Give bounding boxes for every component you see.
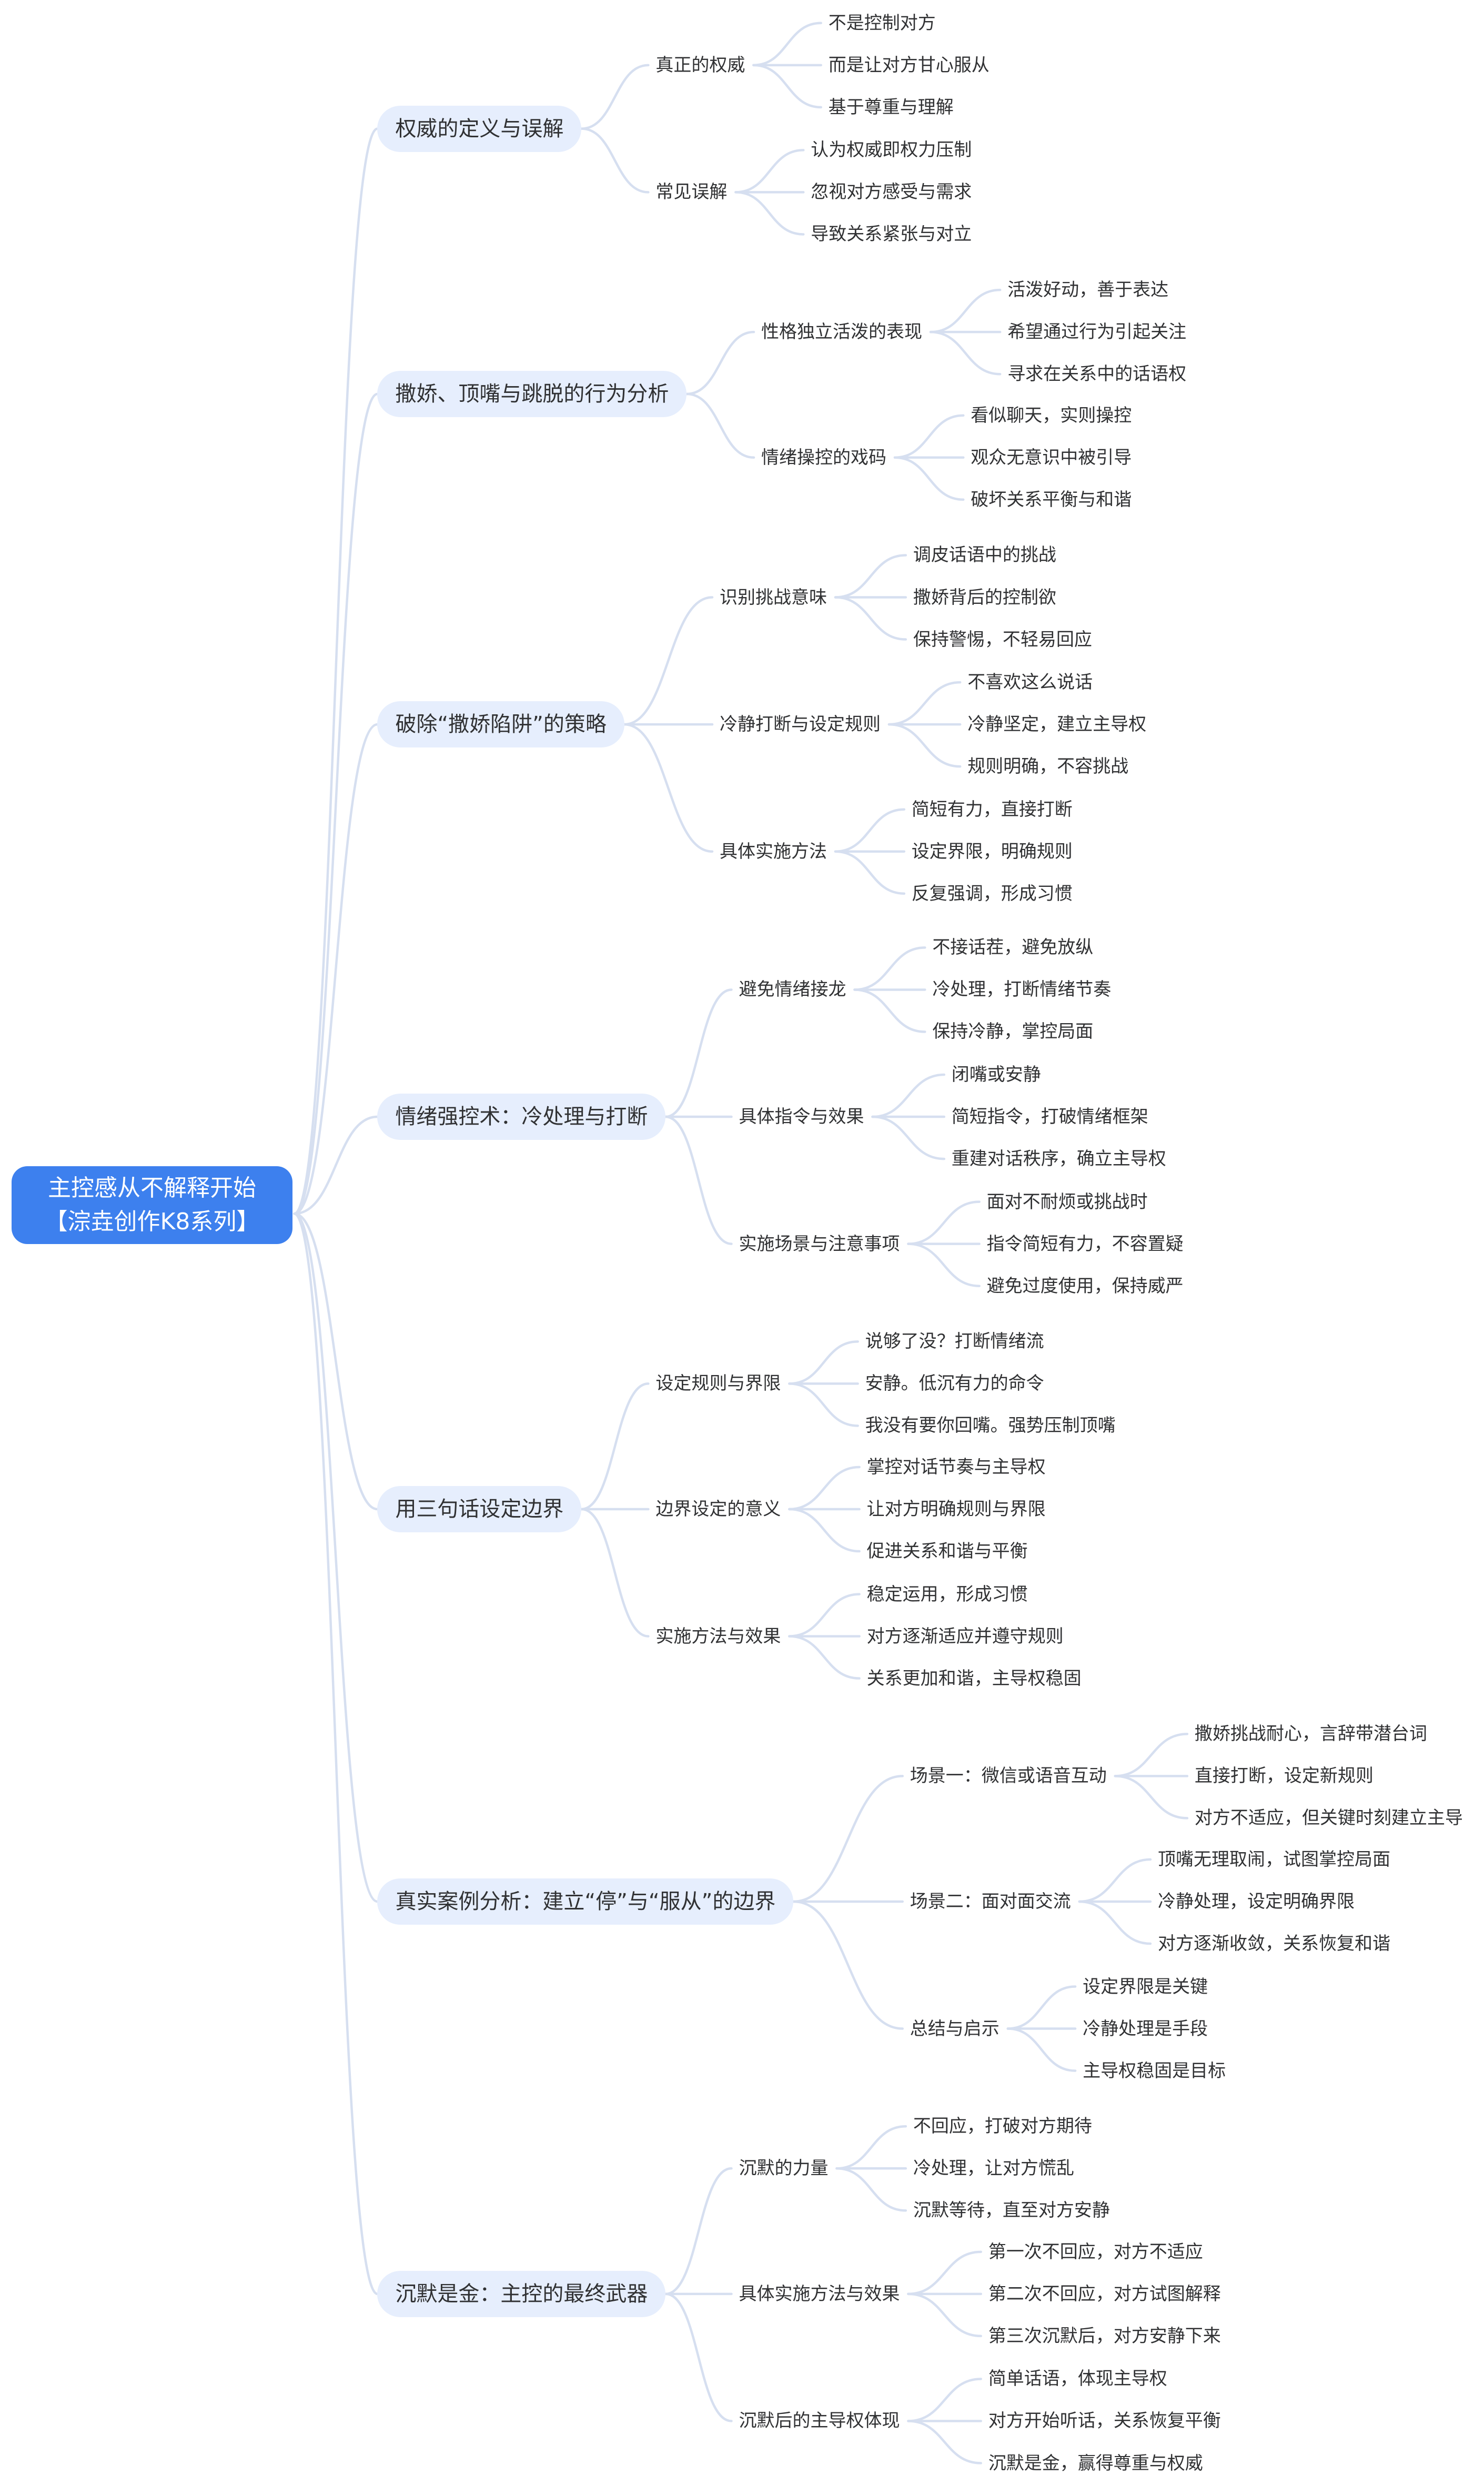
leaf-node[interactable]: 让对方明确规则与界限 bbox=[866, 1499, 1046, 1520]
leaf-node[interactable]: 冷静处理是手段 bbox=[1083, 2018, 1208, 2039]
leaf-node[interactable]: 忽视对方感受与需求 bbox=[811, 181, 972, 203]
leaf-node[interactable]: 稳定运用，形成习惯 bbox=[866, 1583, 1028, 1605]
leaf-node[interactable]: 主导权稳固是目标 bbox=[1083, 2060, 1226, 2081]
leaf-node[interactable]: 对方不适应，但关键时刻建立主导 bbox=[1194, 1807, 1463, 1829]
branch-node[interactable]: 权威的定义与误解 bbox=[377, 105, 582, 152]
topic-node[interactable]: 常见误解 bbox=[655, 181, 728, 203]
topic-node[interactable]: 实施场景与注意事项 bbox=[739, 1233, 900, 1255]
branch-node[interactable]: 用三句话设定边界 bbox=[377, 1486, 582, 1532]
topic-node[interactable]: 识别挑战意味 bbox=[720, 587, 827, 608]
branch-node[interactable]: 情绪强控术：冷处理与打断 bbox=[377, 1094, 666, 1140]
leaf-node[interactable]: 沉默是金，赢得尊重与权威 bbox=[988, 2452, 1203, 2474]
leaf-node[interactable]: 规则明确，不容挑战 bbox=[967, 756, 1129, 777]
leaf-node[interactable]: 指令简短有力，不容置疑 bbox=[986, 1233, 1184, 1255]
topic-node[interactable]: 沉默的力量 bbox=[739, 2158, 829, 2179]
topic-node[interactable]: 设定规则与界限 bbox=[655, 1373, 781, 1394]
root-title-line-2: 【淙垚创作K8系列】 bbox=[44, 1208, 260, 1235]
branch-node[interactable]: 撒娇、顶嘴与跳脱的行为分析 bbox=[377, 370, 687, 417]
leaf-node[interactable]: 安静。低沉有力的命令 bbox=[865, 1373, 1044, 1394]
leaf-node[interactable]: 对方开始听话，关系恢复平衡 bbox=[988, 2410, 1221, 2432]
leaf-node[interactable]: 第二次不回应，对方试图解释 bbox=[988, 2283, 1221, 2305]
leaf-node[interactable]: 第三次沉默后，对方安静下来 bbox=[988, 2325, 1221, 2347]
topic-node[interactable]: 场景一：微信或语音互动 bbox=[910, 1765, 1107, 1787]
leaf-node[interactable]: 撒娇背后的控制欲 bbox=[913, 587, 1056, 608]
leaf-node[interactable]: 不是控制对方 bbox=[828, 12, 936, 34]
topic-node[interactable]: 避免情绪接龙 bbox=[739, 979, 846, 1001]
topic-node[interactable]: 场景二：面对面交流 bbox=[910, 1891, 1071, 1912]
branch-node[interactable]: 沉默是金：主控的最终武器 bbox=[377, 2270, 666, 2317]
leaf-node[interactable]: 促进关系和谐与平衡 bbox=[866, 1541, 1028, 1562]
root-node[interactable]: 主控感从不解释开始 【淙垚创作K8系列】 bbox=[12, 1166, 292, 1244]
leaf-node[interactable]: 不喜欢这么说话 bbox=[967, 672, 1093, 693]
root-title-line-1: 主控感从不解释开始 bbox=[48, 1175, 256, 1201]
leaf-node[interactable]: 反复强调，形成习惯 bbox=[911, 883, 1073, 904]
leaf-node[interactable]: 冷静坚定，建立主导权 bbox=[967, 714, 1147, 735]
leaf-node[interactable]: 破坏关系平衡与和谐 bbox=[971, 489, 1132, 510]
leaf-node[interactable]: 掌控对话节奏与主导权 bbox=[866, 1456, 1046, 1478]
topic-node[interactable]: 具体实施方法 bbox=[720, 841, 827, 862]
topic-node[interactable]: 性格独立活泼的表现 bbox=[761, 321, 923, 343]
branch-node[interactable]: 真实案例分析：建立“停”与“服从”的边界 bbox=[377, 1878, 794, 1925]
leaf-node[interactable]: 活泼好动，善于表达 bbox=[1007, 279, 1169, 301]
leaf-node[interactable]: 冷静处理，设定明确界限 bbox=[1157, 1891, 1355, 1912]
leaf-node[interactable]: 不回应，打破对方期待 bbox=[913, 2116, 1092, 2137]
leaf-node[interactable]: 重建对话秩序，确立主导权 bbox=[951, 1148, 1166, 1170]
leaf-node[interactable]: 观众无意识中被引导 bbox=[971, 447, 1132, 468]
leaf-node[interactable]: 导致关系紧张与对立 bbox=[811, 224, 972, 245]
topic-node[interactable]: 具体指令与效果 bbox=[739, 1106, 864, 1128]
leaf-node[interactable]: 说够了没？打断情绪流 bbox=[865, 1331, 1044, 1352]
leaf-node[interactable]: 直接打断，设定新规则 bbox=[1194, 1765, 1374, 1787]
topic-node[interactable]: 沉默后的主导权体现 bbox=[739, 2410, 900, 2432]
leaf-node[interactable]: 我没有要你回嘴。强势压制顶嘴 bbox=[865, 1415, 1116, 1437]
leaf-node[interactable]: 希望通过行为引起关注 bbox=[1007, 321, 1187, 343]
leaf-node[interactable]: 冷处理，打断情绪节奏 bbox=[932, 979, 1112, 1001]
leaf-node[interactable]: 保持冷静，掌控局面 bbox=[932, 1021, 1094, 1043]
leaf-node[interactable]: 保持警惕，不轻易回应 bbox=[913, 629, 1092, 650]
leaf-node[interactable]: 顶嘴无理取闹，试图掌控局面 bbox=[1157, 1848, 1390, 1870]
topic-node[interactable]: 情绪操控的戏码 bbox=[761, 447, 887, 468]
topic-node[interactable]: 总结与启示 bbox=[910, 2018, 1000, 2039]
leaf-node[interactable]: 撒娇挑战耐心，言辞带潜台词 bbox=[1194, 1723, 1427, 1745]
leaf-node[interactable]: 简单话语，体现主导权 bbox=[988, 2368, 1167, 2390]
leaf-node[interactable]: 设定界限是关键 bbox=[1083, 1976, 1208, 1997]
leaf-node[interactable]: 避免过度使用，保持威严 bbox=[986, 1275, 1184, 1297]
branch-node[interactable]: 破除“撒娇陷阱”的策略 bbox=[377, 701, 624, 748]
leaf-node[interactable]: 设定界限，明确规则 bbox=[911, 841, 1073, 862]
leaf-node[interactable]: 而是让对方甘心服从 bbox=[828, 54, 990, 76]
topic-node[interactable]: 边界设定的意义 bbox=[655, 1499, 781, 1520]
topic-node[interactable]: 具体实施方法与效果 bbox=[739, 2283, 900, 2305]
leaf-node[interactable]: 对方逐渐收敛，关系恢复和谐 bbox=[1157, 1933, 1390, 1954]
leaf-node[interactable]: 关系更加和谐，主导权稳固 bbox=[866, 1668, 1082, 1689]
leaf-node[interactable]: 面对不耐烦或挑战时 bbox=[986, 1191, 1148, 1212]
leaf-node[interactable]: 寻求在关系中的话语权 bbox=[1007, 363, 1187, 385]
topic-node[interactable]: 真正的权威 bbox=[655, 54, 745, 76]
leaf-node[interactable]: 基于尊重与理解 bbox=[828, 96, 954, 118]
leaf-node[interactable]: 简短指令，打破情绪框架 bbox=[951, 1106, 1148, 1128]
leaf-node[interactable]: 第一次不回应，对方不适应 bbox=[988, 2241, 1203, 2262]
leaf-node[interactable]: 认为权威即权力压制 bbox=[811, 139, 972, 161]
leaf-node[interactable]: 不接话茬，避免放纵 bbox=[932, 937, 1094, 958]
leaf-node[interactable]: 简短有力，直接打断 bbox=[911, 799, 1073, 820]
leaf-node[interactable]: 看似聊天，实则操控 bbox=[971, 405, 1132, 426]
topic-node[interactable]: 冷静打断与设定规则 bbox=[720, 714, 881, 735]
topic-node[interactable]: 实施方法与效果 bbox=[655, 1625, 781, 1647]
leaf-node[interactable]: 调皮话语中的挑战 bbox=[913, 544, 1056, 566]
leaf-node[interactable]: 沉默等待，直至对方安静 bbox=[913, 2200, 1110, 2221]
leaf-node[interactable]: 对方逐渐适应并遵守规则 bbox=[866, 1625, 1064, 1647]
leaf-node[interactable]: 冷处理，让对方慌乱 bbox=[913, 2158, 1074, 2179]
leaf-node[interactable]: 闭嘴或安静 bbox=[951, 1064, 1041, 1086]
